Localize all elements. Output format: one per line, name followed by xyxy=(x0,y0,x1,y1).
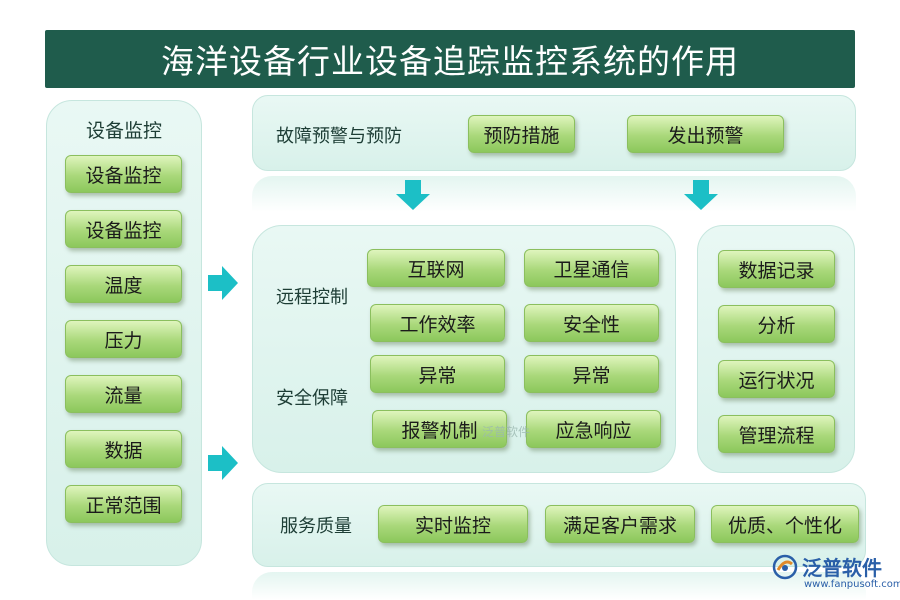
arrow-right-icon xyxy=(208,266,238,300)
left-item-pressure[interactable]: 压力 xyxy=(65,320,182,358)
fault-warning-label: 故障预警与预防 xyxy=(276,126,402,147)
brand-url: www.fanpusoft.com xyxy=(804,579,900,590)
anomaly-button-2[interactable]: 异常 xyxy=(524,355,659,393)
brand-name: 泛普软件 xyxy=(802,556,882,580)
left-item-temperature[interactable]: 温度 xyxy=(65,265,182,303)
arrow-down-icon xyxy=(396,180,430,210)
left-item-device-monitor-1[interactable]: 设备监控 xyxy=(65,155,182,193)
prevention-measures-button[interactable]: 预防措施 xyxy=(468,115,575,153)
security-button[interactable]: 安全性 xyxy=(524,304,659,342)
arrow-down-icon xyxy=(684,180,718,210)
remote-control-label: 远程控制 xyxy=(276,287,348,308)
service-quality-label: 服务质量 xyxy=(280,516,352,537)
safety-assurance-label: 安全保障 xyxy=(276,388,348,409)
left-item-data[interactable]: 数据 xyxy=(65,430,182,468)
brand-logo: 泛普软件 xyxy=(772,552,882,581)
realtime-monitor-button[interactable]: 实时监控 xyxy=(378,505,528,543)
bottom-panel-reflection xyxy=(252,572,866,600)
left-item-flow[interactable]: 流量 xyxy=(65,375,182,413)
top-panel-reflection xyxy=(252,176,856,212)
left-panel-heading: 设备监控 xyxy=(86,120,163,142)
emergency-response-button[interactable]: 应急响应 xyxy=(526,410,661,448)
management-process-button[interactable]: 管理流程 xyxy=(718,415,835,453)
brand-logo-icon xyxy=(772,554,798,579)
anomaly-button-1[interactable]: 异常 xyxy=(370,355,505,393)
left-item-normal-range[interactable]: 正常范围 xyxy=(65,485,182,523)
left-item-device-monitor-2[interactable]: 设备监控 xyxy=(65,210,182,248)
analysis-button[interactable]: 分析 xyxy=(718,305,835,343)
work-efficiency-button[interactable]: 工作效率 xyxy=(370,304,505,342)
data-record-button[interactable]: 数据记录 xyxy=(718,250,835,288)
watermark: 泛普软件 xyxy=(482,425,531,439)
satellite-comm-button[interactable]: 卫星通信 xyxy=(524,249,659,287)
customer-needs-button[interactable]: 满足客户需求 xyxy=(545,505,695,543)
page-title: 海洋设备行业设备追踪监控系统的作用 xyxy=(45,30,855,88)
issue-warning-button[interactable]: 发出预警 xyxy=(627,115,784,153)
internet-button[interactable]: 互联网 xyxy=(367,249,505,287)
arrow-right-icon xyxy=(208,446,238,480)
quality-personalized-button[interactable]: 优质、个性化 xyxy=(711,505,859,543)
operation-status-button[interactable]: 运行状况 xyxy=(718,360,835,398)
alarm-mechanism-button[interactable]: 报警机制 xyxy=(372,410,507,448)
